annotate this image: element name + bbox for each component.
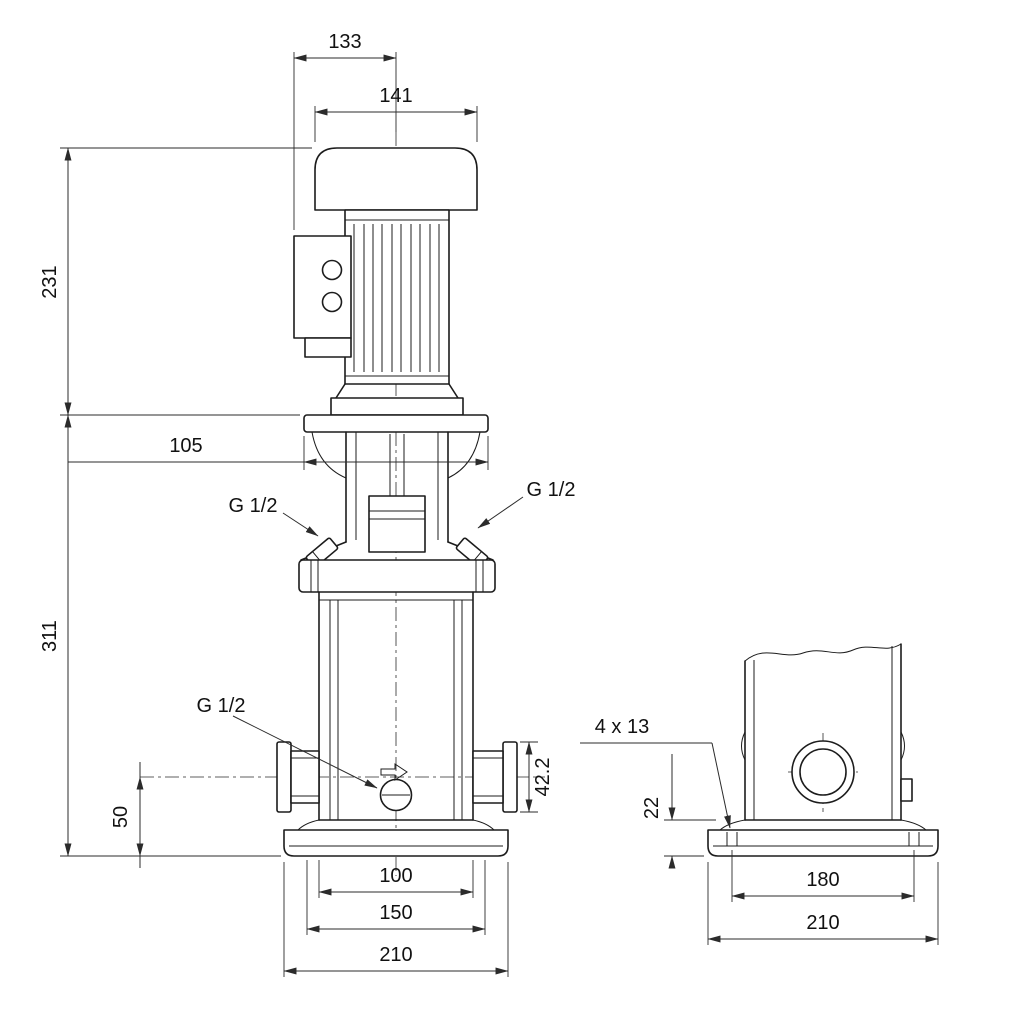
break-line xyxy=(744,643,902,662)
dim-label-22: 22 xyxy=(641,797,663,819)
front-view xyxy=(276,147,518,857)
side-plug xyxy=(900,778,913,802)
dim-label-42-2: 42.2 xyxy=(532,758,554,797)
motor-body xyxy=(344,209,450,385)
dim-231: 231 xyxy=(39,147,312,416)
flow-direction-icon xyxy=(380,763,408,781)
suction-port xyxy=(276,741,320,813)
dim-label-105: 105 xyxy=(169,435,202,457)
pump-base-front xyxy=(283,819,509,857)
dim-150: 150 xyxy=(306,860,486,935)
motor-stool xyxy=(311,431,481,553)
dim-22: 22 xyxy=(641,754,716,869)
shaft-coupling xyxy=(368,495,426,553)
terminal-box-step xyxy=(304,337,352,358)
pump-head-flange xyxy=(298,559,496,593)
dim-133: 133 xyxy=(293,31,397,230)
dim-50: 50 xyxy=(110,762,144,868)
dim-180: 180 xyxy=(731,850,915,902)
dim-label-100: 100 xyxy=(379,865,412,887)
dim-label-50: 50 xyxy=(110,806,132,828)
dim-label-231: 231 xyxy=(39,265,61,298)
label-g12-drain: G 1/2 xyxy=(197,695,246,717)
dim-label-210-side: 210 xyxy=(806,912,839,934)
port-opening-inner xyxy=(799,748,847,796)
dim-label-210-front: 210 xyxy=(379,944,412,966)
cable-entry-top xyxy=(321,259,343,281)
dim-label-150: 150 xyxy=(379,902,412,924)
motor-cooling-fins xyxy=(353,224,440,372)
cable-entry-bottom xyxy=(321,291,343,313)
motor-flange xyxy=(330,397,464,416)
dim-141: 141 xyxy=(314,85,478,142)
dim-label-311: 311 xyxy=(39,620,61,652)
label-g12-left: G 1/2 xyxy=(229,495,278,517)
motor-fan-cover xyxy=(314,147,478,211)
callout-g12-right: G 1/2 xyxy=(477,479,576,529)
dim-105: 105 xyxy=(68,435,489,470)
dim-42-2: 42.2 xyxy=(520,741,554,813)
pump-base-side xyxy=(707,819,939,857)
discharge-port xyxy=(472,741,518,813)
dim-210-side: 210 xyxy=(707,862,939,945)
dim-210-front: 210 xyxy=(283,862,509,977)
dim-311: 311 xyxy=(39,414,281,857)
terminal-box xyxy=(293,235,352,339)
side-view xyxy=(707,643,939,857)
dim-label-133: 133 xyxy=(328,31,361,53)
motor-stool-plate xyxy=(303,414,489,433)
callout-g12-drain: G 1/2 xyxy=(197,695,378,789)
label-g12-right: G 1/2 xyxy=(527,479,576,501)
dim-label-180: 180 xyxy=(806,869,839,891)
callout-base-holes: 4 x 13 xyxy=(580,716,731,829)
dim-100: 100 xyxy=(318,860,474,898)
callout-g12-left: G 1/2 xyxy=(229,495,319,537)
dim-label-141: 141 xyxy=(379,85,412,107)
label-base-holes: 4 x 13 xyxy=(595,716,649,738)
